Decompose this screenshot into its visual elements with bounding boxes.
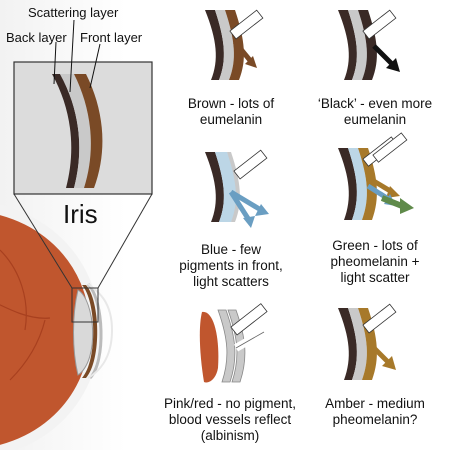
panel-amber-graphic — [338, 303, 397, 380]
caption-black-line2: eumelanin — [343, 112, 407, 127]
scattering-layer-label: Scattering layer — [28, 5, 119, 20]
caption-green: Green - lots of pheomelanin + light scat… — [300, 238, 450, 286]
caption-black: ‘Black’ - even more eumelanin — [300, 96, 450, 128]
panel-brown-graphic — [205, 9, 264, 80]
cornea-outer — [87, 283, 114, 379]
zoom-line-left — [13, 193, 73, 289]
caption-blue-line2: pigments in front, — [179, 258, 283, 273]
panel-black-graphic — [338, 9, 400, 80]
zoom-line-right — [97, 193, 153, 289]
blood-vessels — [0, 249, 51, 381]
caption-brown: Brown - lots of eumelanin — [156, 96, 306, 128]
caption-brown-line2: eumelanin — [199, 112, 263, 127]
panel-blue-graphic — [205, 149, 269, 228]
caption-amber: Amber - medium pheomelanin? — [300, 396, 450, 428]
caption-brown-line1: Brown - lots of — [187, 96, 275, 111]
caption-amber-line1: Amber - medium — [325, 396, 425, 411]
caption-pink-line3: (albinism) — [200, 428, 260, 443]
back-layer-label: Back layer — [6, 30, 67, 45]
eye-iris-small — [82, 285, 98, 378]
caption-pink: Pink/red - no pigment, blood vessels ref… — [150, 396, 310, 444]
caption-amber-line2: pheomelanin? — [332, 412, 418, 427]
caption-green-line2: pheomelanin + — [330, 254, 420, 269]
front-layer-label: Front layer — [80, 30, 143, 45]
caption-green-line3: light scatter — [340, 270, 410, 285]
caption-pink-line2: blood vessels reflect — [168, 412, 292, 427]
eye-sclera-red — [0, 210, 95, 450]
caption-blue-line1: Blue - few — [200, 242, 262, 257]
caption-green-line1: Green - lots of — [332, 238, 418, 253]
iris-magnified — [13, 19, 153, 289]
back-layer — [52, 74, 80, 188]
back-layer-pointer — [53, 41, 57, 85]
front-layer-pointer — [89, 43, 101, 89]
caption-blue-line3: light scatters — [193, 274, 269, 289]
cornea — [86, 282, 103, 380]
eye-cross-section — [0, 204, 114, 450]
caption-blue: Blue - few pigments in front, light scat… — [156, 242, 306, 290]
zoom-box — [71, 287, 99, 323]
panel-green-graphic — [338, 132, 414, 220]
caption-pink-line1: Pink/red - no pigment, — [163, 396, 297, 411]
front-layer — [74, 74, 103, 188]
scattering-layer-pointer — [69, 19, 75, 93]
caption-black-line1: ‘Black’ - even more — [317, 96, 433, 111]
iris-label: Iris — [63, 199, 98, 229]
panel-pink-graphic — [199, 303, 268, 383]
scattering-layer — [60, 74, 91, 188]
lens — [73, 289, 94, 376]
